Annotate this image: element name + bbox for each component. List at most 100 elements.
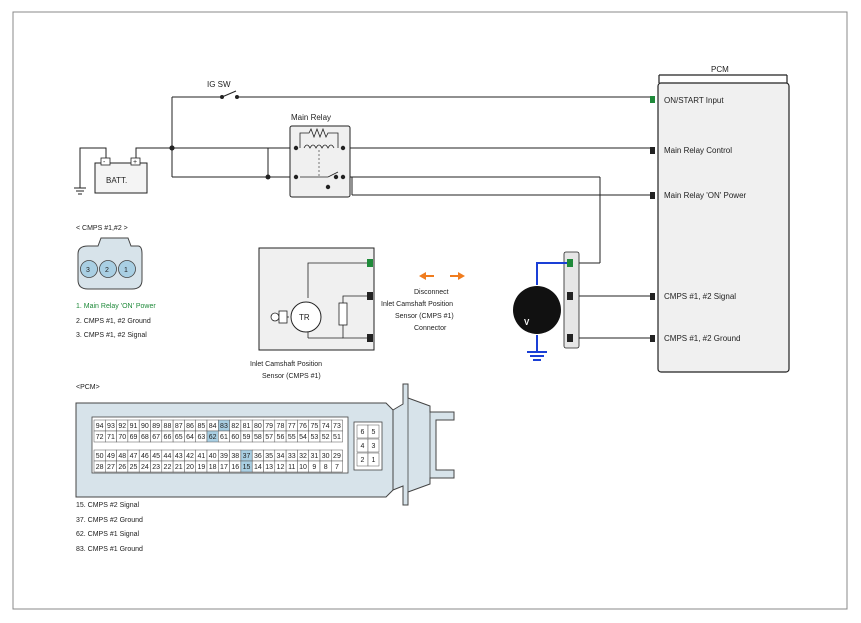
pcm-pin-number: 71 <box>107 434 115 441</box>
pcm-pin-number: 77 <box>288 423 296 430</box>
pcm-pin-number: 69 <box>130 434 138 441</box>
pcm-pin-number: 79 <box>265 423 273 430</box>
pcm-pin-number: 18 <box>209 464 217 471</box>
svg-text:-: - <box>103 159 106 166</box>
pcm-pin-number: 41 <box>197 453 205 460</box>
pcm-pin-number: 35 <box>265 453 273 460</box>
pcm-pin-number: 28 <box>96 464 104 471</box>
pcm-pin-cell <box>331 430 343 443</box>
pcm-pin-number: 63 <box>197 434 205 441</box>
pcm-pin-number: 46 <box>141 453 149 460</box>
pcm-pin-number: 21 <box>175 464 183 471</box>
pcm-block: PCM ON/START Input Main Relay Control Ma… <box>650 65 790 373</box>
pcm-pin-number: 48 <box>118 453 126 460</box>
pcm-pin-number: 26 <box>118 464 126 471</box>
cmps-pin-list-2: 2. CMPS #1, #2 Ground <box>76 318 151 325</box>
pcm-pin-number: 81 <box>243 423 251 430</box>
pcm-pin-number: 67 <box>152 434 160 441</box>
pcm-pin-cmps-signal: CMPS #1, #2 Signal <box>664 292 736 301</box>
pcm-pin-on-start-input: ON/START Input <box>664 96 724 105</box>
meter-label: V <box>524 318 530 327</box>
pcm-pin-number: 94 <box>96 423 104 430</box>
pcm-pin-number: 23 <box>152 464 160 471</box>
voltmeter: V <box>513 262 567 361</box>
pcm-pin-number: 84 <box>209 423 217 430</box>
pcm-pin-number: 22 <box>164 464 172 471</box>
cmps-pin-list-3: 3. CMPS #1, #2 Signal <box>76 332 147 339</box>
pcm-pin-number: 72 <box>96 434 104 441</box>
pcm-pin-number: 5 <box>372 429 376 436</box>
disconnect-note-4: Connector <box>414 325 447 332</box>
wiring <box>74 90 650 339</box>
svg-text:+: + <box>133 159 137 166</box>
pcm-pin-number: 39 <box>220 453 228 460</box>
pcm-pin-cell <box>367 424 380 439</box>
pcm-connector-heading: <PCM> <box>76 384 100 391</box>
pcm-pin-number: 2 <box>361 457 365 464</box>
wire-junctions <box>169 95 271 180</box>
pcm-pin-number: 40 <box>209 453 217 460</box>
pcm-pin-number: 33 <box>288 453 296 460</box>
pcm-pin-number: 55 <box>288 434 296 441</box>
pcm-pin-number: 51 <box>333 434 341 441</box>
pcm-pin-number: 7 <box>335 464 339 471</box>
pcm-pin-number: 65 <box>175 434 183 441</box>
pcm-pin-number: 42 <box>186 453 194 460</box>
pcm-pin-number: 93 <box>107 423 115 430</box>
pcm-pin-number: 15 <box>243 464 251 471</box>
pcm-title: PCM <box>711 65 729 74</box>
pcm-pin-list-37: 37. CMPS #2 Ground <box>76 517 143 524</box>
sensor-caption-1: Inlet Camshaft Position <box>250 361 322 368</box>
sensor-tr-label: TR <box>299 313 310 322</box>
pcm-pin-number: 25 <box>130 464 138 471</box>
pcm-pin-number: 31 <box>310 453 318 460</box>
pcm-pin-number: 75 <box>310 423 318 430</box>
pcm-pin-number: 56 <box>277 434 285 441</box>
pcm-pin-number: 19 <box>197 464 205 471</box>
pcm-pin-number: 70 <box>118 434 126 441</box>
cmps-pin-1: 1 <box>124 267 128 274</box>
pcm-pin-number: 16 <box>231 464 239 471</box>
pcm-pin-cmps-ground: CMPS #1, #2 Ground <box>664 334 740 343</box>
pcm-pin-number: 38 <box>231 453 239 460</box>
pcm-pin-number: 24 <box>141 464 149 471</box>
cmps-pin-2: 2 <box>105 267 109 274</box>
pcm-pin-number: 12 <box>277 464 285 471</box>
pcm-pin-main-relay-on-power: Main Relay 'ON' Power <box>664 191 747 200</box>
pcm-pin-number: 89 <box>152 423 160 430</box>
pcm-pin-number: 44 <box>164 453 172 460</box>
pcm-pin-number: 59 <box>243 434 251 441</box>
cmps-pin-list-1: 1. Main Relay 'ON' Power <box>76 303 156 310</box>
pcm-pin-number: 20 <box>186 464 194 471</box>
ig-sw-label: IG SW <box>207 80 231 89</box>
pcm-pin-number: 14 <box>254 464 262 471</box>
pcm-pin-number: 85 <box>197 423 205 430</box>
pcm-pin-number: 61 <box>220 434 228 441</box>
pcm-pin-cell <box>367 438 380 453</box>
pcm-pin-number: 88 <box>164 423 172 430</box>
pcm-pin-number: 11 <box>288 464 295 471</box>
pcm-pin-number: 54 <box>299 434 307 441</box>
pcm-pin-number: 30 <box>322 453 330 460</box>
pcm-pin-number: 9 <box>312 464 316 471</box>
pcm-pin-number: 76 <box>299 423 307 430</box>
pcm-pin-number: 45 <box>152 453 160 460</box>
pcm-pin-number: 58 <box>254 434 262 441</box>
pcm-pin-number: 68 <box>141 434 149 441</box>
pcm-pin-list-15: 15. CMPS #2 Signal <box>76 502 139 509</box>
pcm-pin-number: 47 <box>130 453 138 460</box>
pcm-pin-number: 13 <box>265 464 273 471</box>
disconnect-note-3: Sensor (CMPS #1) <box>395 313 454 320</box>
main-relay: Main Relay <box>289 113 351 198</box>
pcm-pin-number: 87 <box>175 423 183 430</box>
disconnect-arrows <box>419 272 465 280</box>
pcm-pin-number: 6 <box>361 429 365 436</box>
pcm-pin-number: 49 <box>107 453 115 460</box>
pcm-pin-number: 92 <box>118 423 126 430</box>
pcm-pin-number: 90 <box>141 423 149 430</box>
pcm-pin-number: 91 <box>130 423 138 430</box>
pcm-pin-number: 50 <box>96 453 104 460</box>
pcm-pin-number: 43 <box>175 453 183 460</box>
